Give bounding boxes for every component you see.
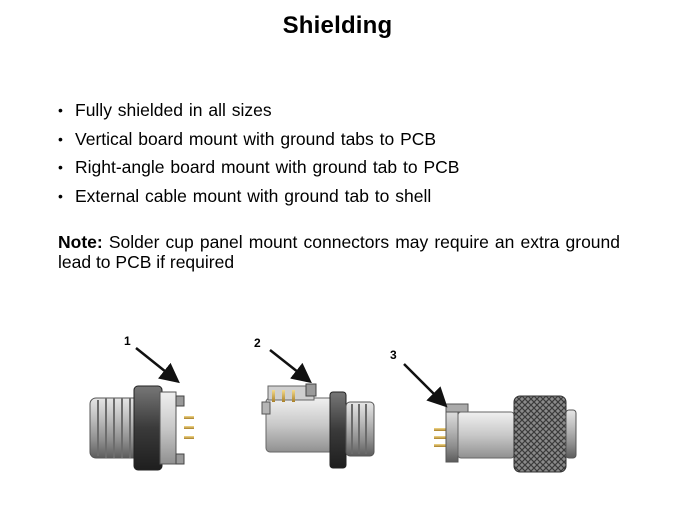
bullet-icon: • bbox=[58, 102, 63, 118]
connector-2-image bbox=[261, 349, 375, 469]
bullet-icon: • bbox=[58, 187, 63, 204]
connector-3-image bbox=[403, 363, 577, 473]
bullet-item: •Fully shielded in all sizes bbox=[58, 96, 638, 125]
figure-number-1: 1 bbox=[124, 334, 131, 348]
note-label: Note: bbox=[58, 232, 103, 252]
bullet-item: •External cable mount with ground tab to… bbox=[58, 182, 638, 211]
bullet-icon: • bbox=[58, 130, 63, 147]
figure-number-3: 3 bbox=[390, 348, 397, 362]
bullet-icon: • bbox=[58, 159, 63, 175]
slide-title: Shielding bbox=[282, 12, 393, 39]
note-paragraph: Note: Solder cup panel mount connectors … bbox=[58, 232, 620, 272]
figure-number-2: 2 bbox=[254, 336, 261, 350]
note-text: Solder cup panel mount connectors may re… bbox=[58, 232, 620, 272]
bullet-item: •Vertical board mount with ground tabs t… bbox=[58, 125, 638, 154]
bullet-item: •Right-angle board mount with ground tab… bbox=[58, 153, 638, 182]
bullet-list: •Fully shielded in all sizes •Vertical b… bbox=[58, 96, 638, 210]
connector-1-image bbox=[89, 347, 194, 471]
